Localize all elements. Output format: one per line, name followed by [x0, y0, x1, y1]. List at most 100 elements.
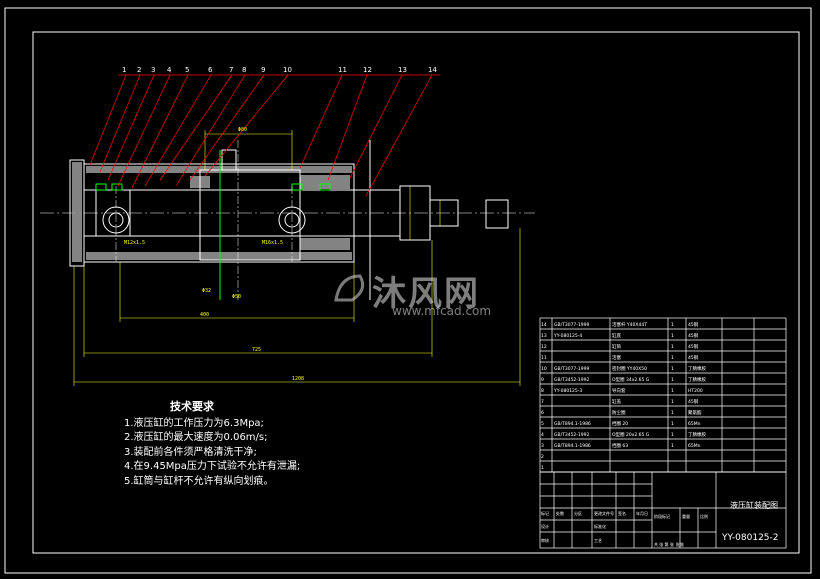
- balloon-12: 12: [363, 66, 372, 74]
- center-marks: [115, 140, 293, 300]
- technical-requirements: 技术要求 1.液压缸的工作压力为6.3Mpa; 2.液压缸的最大速度为0.06m…: [124, 400, 300, 489]
- balloon-4: 4: [167, 66, 172, 74]
- parts-cell-code: YY-080125-4: [553, 333, 582, 339]
- tb-count: 处数: [556, 510, 564, 516]
- note-5: 5.缸筒与缸杆不允许有纵向划痕。: [124, 475, 274, 487]
- parts-cell-material: HT200: [688, 388, 703, 394]
- parts-cell-qty: 1: [671, 399, 674, 405]
- tb-check: 审核: [541, 537, 549, 543]
- watermark-logo-icon: [334, 274, 365, 302]
- parts-cell-code: GB/T3452-1992: [554, 377, 590, 383]
- parts-cell-qty: 1: [671, 388, 674, 394]
- balloon-14: 14: [428, 66, 437, 74]
- watermark-brand: 沐风网: [372, 274, 480, 314]
- parts-cell-code: GB/T3077-1999: [554, 366, 590, 372]
- tb-date: 年月日: [636, 510, 648, 516]
- parts-cell-code: GB/T894.1-1986: [554, 421, 591, 427]
- watermark-url: www.mfcad.com: [392, 304, 492, 318]
- parts-cell-no: 10: [541, 366, 547, 372]
- parts-cell-qty: 1: [671, 410, 674, 416]
- parts-cell-qty: 1: [671, 344, 674, 350]
- parts-cell-qty: 1: [671, 322, 674, 328]
- tb-weight: 重量: [682, 513, 690, 519]
- dim-thread-a: M12x1.5: [124, 240, 145, 246]
- tb-sheet: 共 张 第 张: [654, 541, 674, 547]
- note-4: 4.在9.45Mpa压力下试验不允许有泄漏;: [124, 461, 301, 472]
- parts-cell-no: 2: [541, 454, 544, 460]
- parts-cell-no: 13: [541, 333, 547, 339]
- dim-thread-b: M16x1.5: [262, 240, 283, 246]
- parts-cell-no: 6: [541, 410, 544, 416]
- parts-cell-no: 8: [541, 388, 544, 394]
- tb-scale: 比例: [700, 513, 708, 519]
- note-3: 3.装配前各件须严格清洗干净;: [124, 446, 257, 458]
- parts-cell-name: 挡圈 20: [612, 420, 628, 427]
- note-2: 2.液压缸的最大速度为0.06m/s;: [124, 432, 268, 443]
- balloon-numbers: 1 2 3 4 5 6 7 8 9 10 11 12 13 14: [122, 66, 437, 74]
- parts-cell-material: 丁腈橡胶: [688, 431, 706, 438]
- piston: [199, 149, 301, 261]
- parts-cell-no: 12: [541, 344, 547, 350]
- parts-cell-no: 7: [541, 399, 544, 405]
- balloon-6: 6: [208, 66, 213, 74]
- balloon-5: 5: [185, 66, 189, 74]
- parts-cell-no: 11: [541, 355, 547, 361]
- green-details: [95, 150, 331, 300]
- parts-cell-material: 丁腈橡胶: [688, 376, 706, 383]
- parts-cell-name: 缸盖: [612, 398, 621, 405]
- balloon-9: 9: [261, 66, 265, 74]
- tb-zone: 分区: [574, 510, 582, 516]
- parts-cell-material: 45钢: [688, 332, 699, 339]
- dim-bore: Φ50: [232, 294, 241, 300]
- balloon-1: 1: [122, 66, 126, 74]
- notes-title: 技术要求: [170, 400, 214, 413]
- tb-sign: 签名: [618, 510, 626, 516]
- tb-mark: 标记: [541, 510, 549, 516]
- balloon-2: 2: [137, 66, 141, 74]
- parts-cell-name: 缸筒: [612, 343, 621, 350]
- title-block-text: 标记 处数 分区 更改文件号 签名 年月日 设计 标准化 审核 工艺 阶段标记 …: [541, 500, 779, 547]
- parts-rows: [540, 328, 786, 473]
- parts-cell-name: 活塞: [612, 354, 621, 361]
- parts-cell-name: 导向套: [612, 387, 626, 394]
- parts-cell-material: 聚氨酯: [688, 409, 702, 416]
- parts-cell-qty: 1: [671, 333, 674, 339]
- parts-cell-name: 防尘圈: [612, 409, 626, 416]
- dim-len-c: 1208: [292, 376, 304, 382]
- note-1: 1.液压缸的工作压力为6.3Mpa;: [124, 417, 264, 429]
- parts-cell-qty: 1: [671, 421, 674, 427]
- parts-cell-material: 丁腈橡胶: [688, 365, 706, 372]
- dim-rod-dia: Φ32: [202, 288, 211, 294]
- outer-border: [4, 7, 812, 574]
- parts-cell-name: O型圈 20x2.65 G: [612, 431, 650, 438]
- parts-cell-code: GB/T894.1-1986: [554, 443, 591, 449]
- parts-cell-name: 密封圈 YY40X50: [612, 365, 647, 372]
- parts-cell-qty: 1: [671, 432, 674, 438]
- parts-cell-no: 4: [541, 432, 544, 438]
- dimension-lines: [73, 130, 521, 386]
- balloon-10: 10: [283, 66, 292, 74]
- dimension-texts: Φ80 M12x1.5 M16x1.5 Φ32 Φ50 400 725 1208: [124, 127, 304, 382]
- parts-cell-material: 45钢: [688, 343, 699, 350]
- parts-cell-no: 9: [541, 377, 544, 383]
- parts-cell-no: 5: [541, 421, 544, 427]
- parts-cell-material: 65Mn: [688, 421, 701, 427]
- parts-cell-no: 1: [541, 465, 544, 471]
- balloon-11: 11: [338, 66, 347, 74]
- parts-cell-no: 14: [541, 322, 547, 328]
- parts-cell-name: O型圈 34x2.65 G: [612, 376, 650, 383]
- tb-std: 标准化: [594, 523, 606, 529]
- parts-cell-name: 活塞杆 Y40X44T: [612, 321, 647, 328]
- dim-len-a: 400: [200, 312, 209, 318]
- parts-cell-material: 45钢: [688, 398, 699, 405]
- parts-cell-material: 65Mn: [688, 443, 701, 449]
- balloon-7: 7: [229, 66, 233, 74]
- parts-cell-code: GB/T3452-1992: [554, 432, 590, 438]
- dim-len-b: 725: [252, 347, 261, 353]
- parts-cell-qty: 1: [671, 377, 674, 383]
- balloon-3: 3: [151, 66, 155, 74]
- tb-design: 设计: [541, 523, 549, 529]
